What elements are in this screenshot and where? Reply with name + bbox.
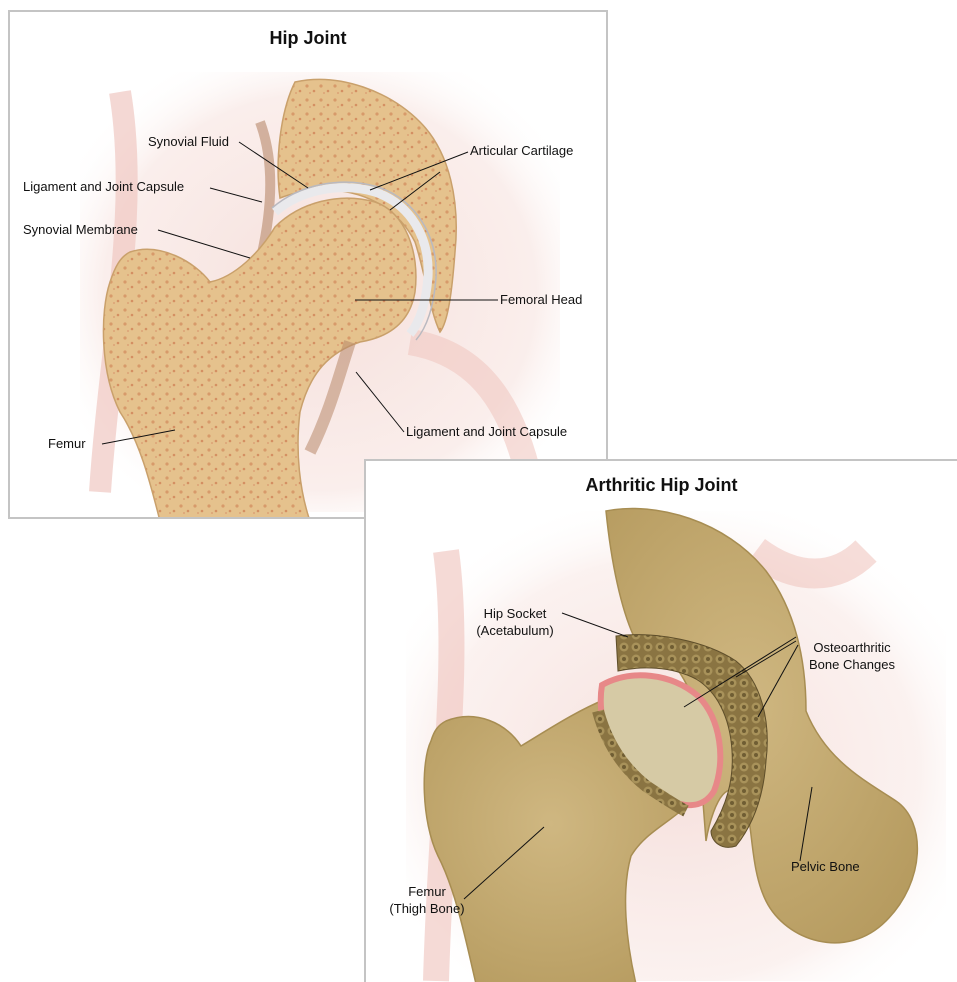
label-femur: Femur (48, 436, 86, 452)
arthritic-hip-joint-panel: Arthritic Hip Joint Hip Socket (Acetabul… (364, 459, 957, 982)
hip-joint-illustration (10, 12, 608, 519)
label-synovial-membrane: Synovial Membrane (23, 222, 138, 238)
label-articular-cartilage: Articular Cartilage (470, 143, 573, 159)
label-ligament-joint-capsule-lower: Ligament and Joint Capsule (406, 424, 567, 440)
panel-title: Arthritic Hip Joint (366, 475, 957, 496)
label-synovial-fluid: Synovial Fluid (148, 134, 229, 150)
hip-joint-panel: Hip Joint Synovial Fluid Articular Carti… (8, 10, 608, 519)
label-femur: Femur (372, 884, 482, 900)
label-osteoarthritic: Osteoarthritic (792, 640, 912, 656)
label-hip-socket: Hip Socket (470, 606, 560, 622)
label-ligament-joint-capsule: Ligament and Joint Capsule (23, 179, 184, 195)
label-acetabulum: (Acetabulum) (470, 623, 560, 639)
label-bone-changes: Bone Changes (792, 657, 912, 673)
label-thigh-bone: (Thigh Bone) (372, 901, 482, 917)
panel-title: Hip Joint (10, 28, 606, 49)
label-pelvic-bone: Pelvic Bone (791, 859, 860, 875)
label-femoral-head: Femoral Head (500, 292, 582, 308)
